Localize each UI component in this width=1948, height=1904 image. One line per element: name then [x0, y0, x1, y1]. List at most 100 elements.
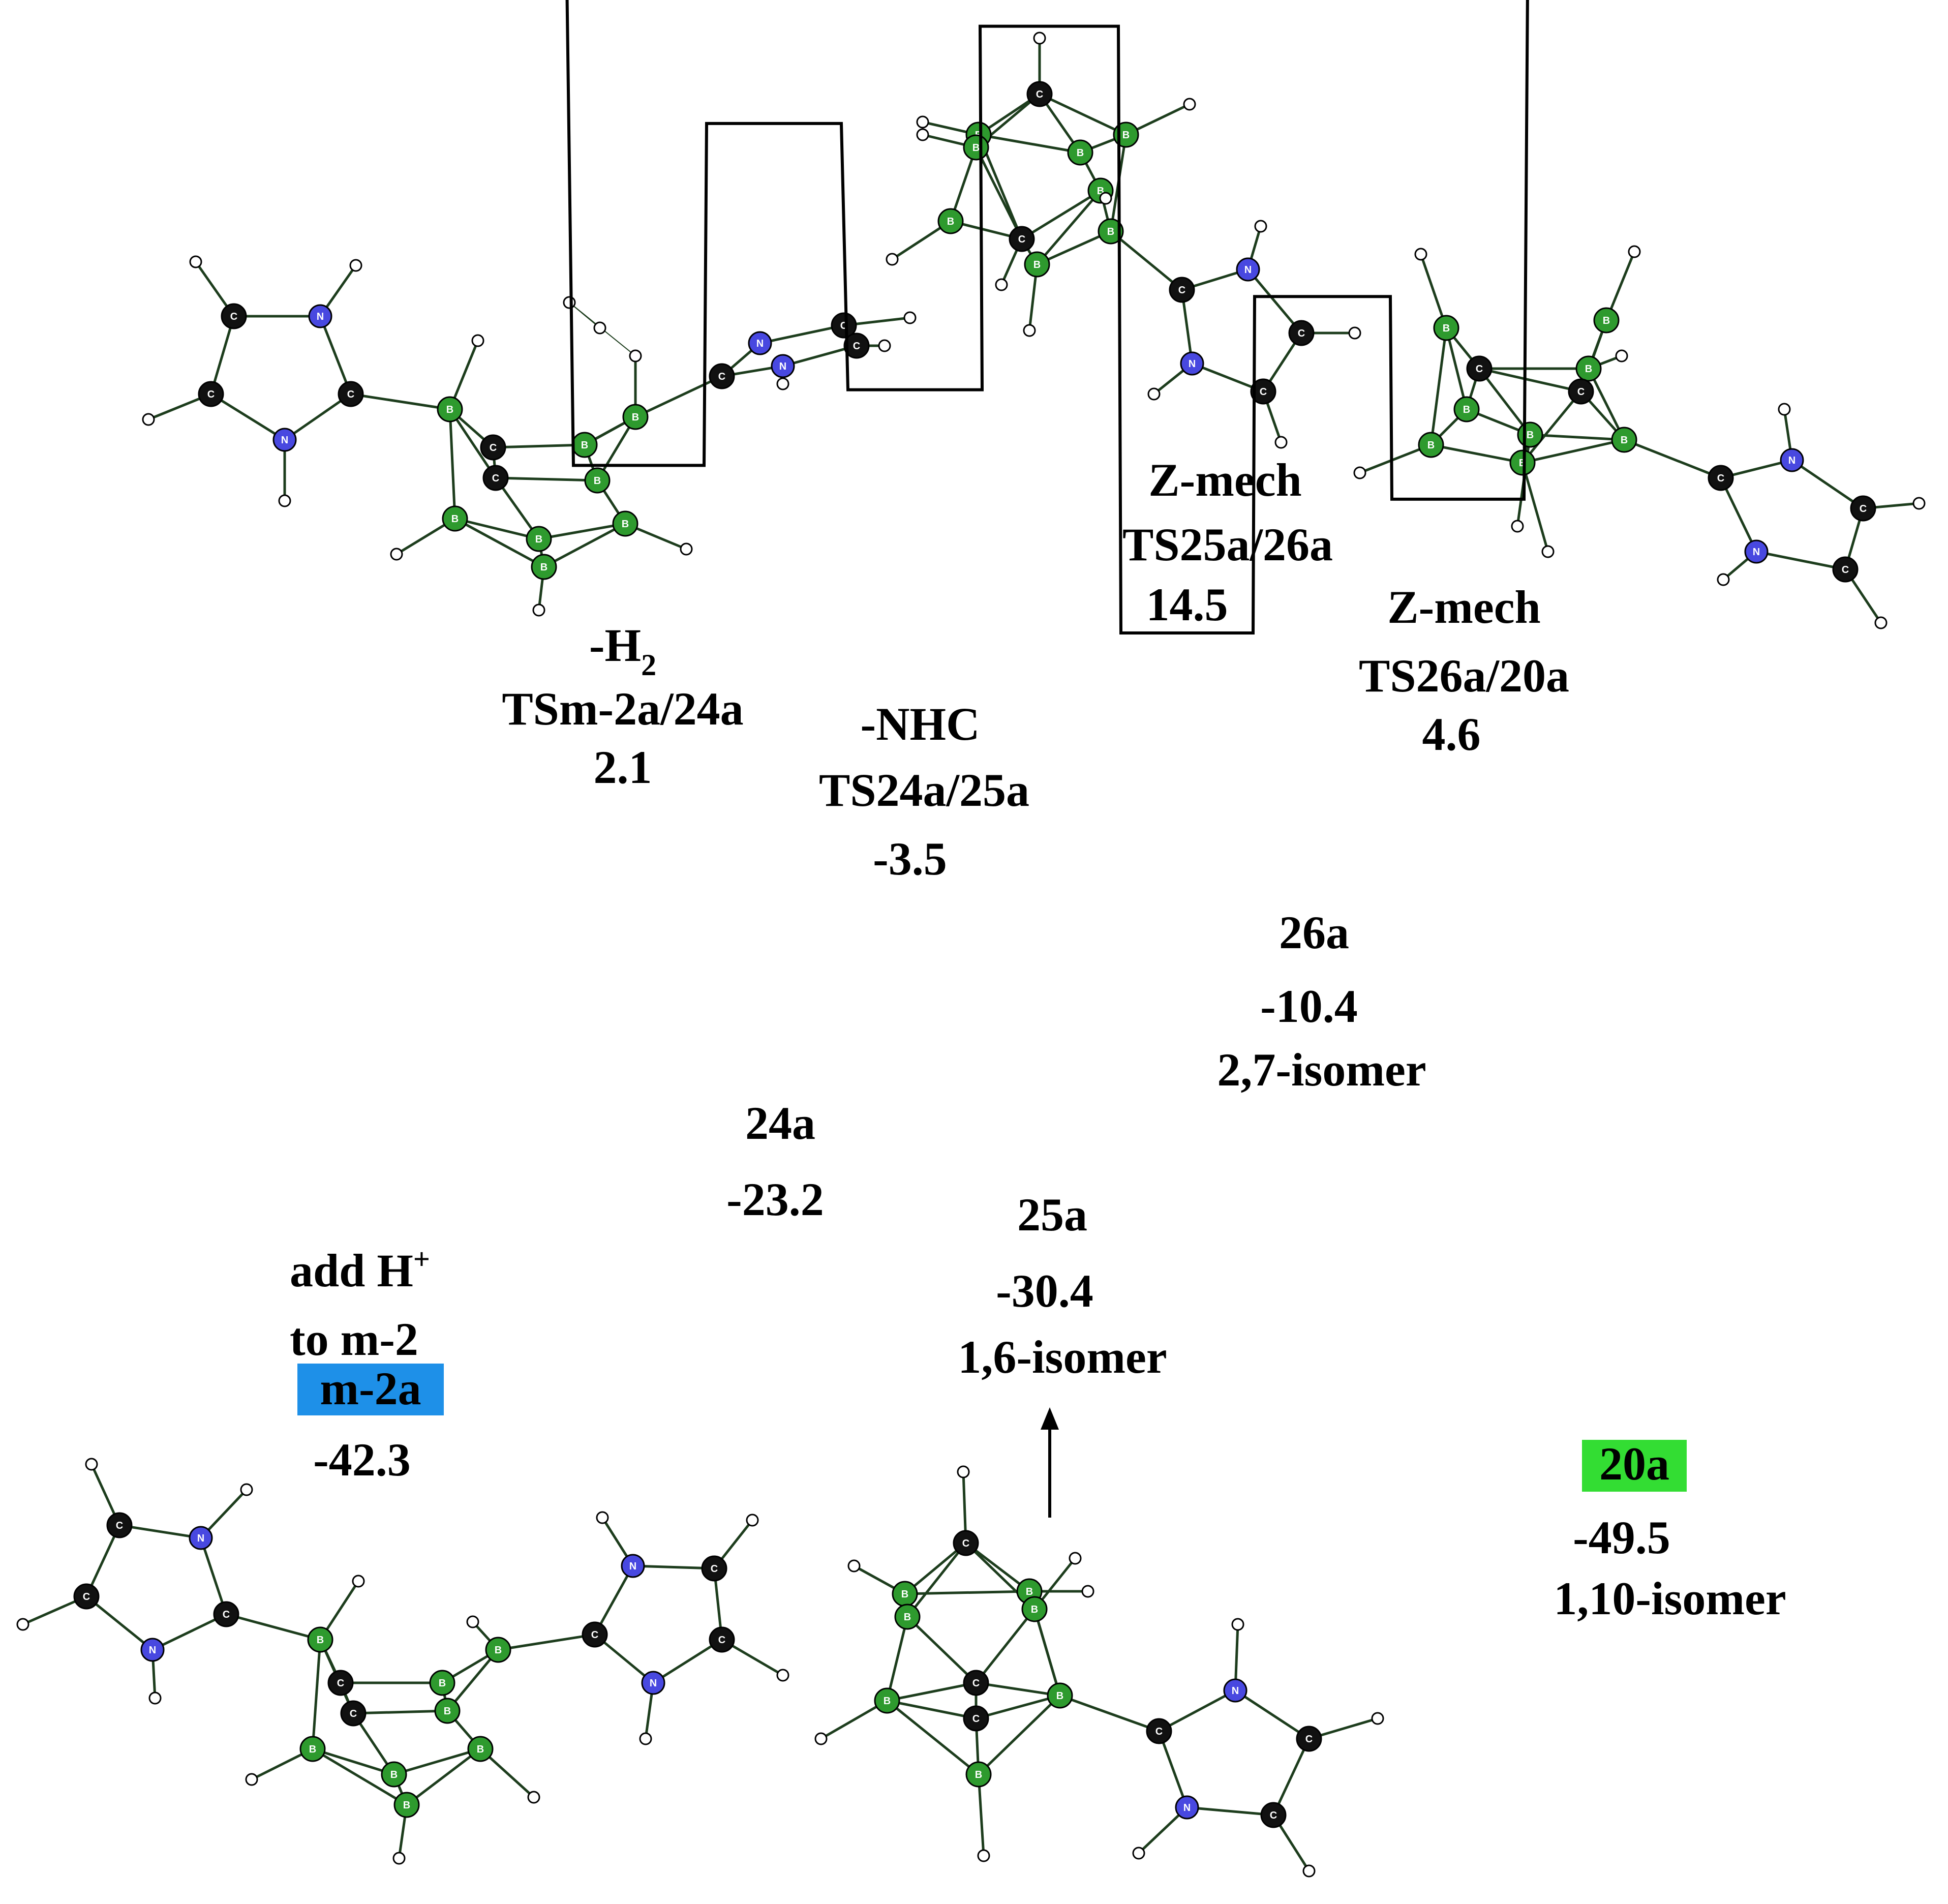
nitrogen-atom — [1780, 448, 1804, 472]
bond — [1186, 1806, 1274, 1817]
24a-label: 24a — [745, 1097, 815, 1149]
carbon-atom-label: C — [711, 1563, 718, 1575]
carbon-atom-label: C — [1018, 234, 1025, 245]
hydrogen-atom — [278, 494, 291, 507]
carbon-atom — [480, 434, 506, 461]
carbon-atom — [709, 1626, 735, 1653]
hydrogen-atom — [148, 1691, 162, 1705]
bond — [976, 1681, 1060, 1697]
bond — [210, 392, 286, 441]
ts2-label-line1: -NHC — [860, 698, 980, 750]
bond — [353, 1709, 448, 1715]
nitrogen-atom — [308, 304, 332, 328]
bond — [446, 1649, 499, 1712]
hydrogen-atom — [1414, 248, 1427, 261]
boron-atom — [1453, 396, 1480, 422]
bond — [1234, 1689, 1310, 1740]
hydrogen-atom — [878, 339, 891, 352]
boron-atom-label: B — [1107, 226, 1114, 237]
20a-energy: -49.5 — [1573, 1512, 1670, 1563]
hydrogen-atom — [532, 603, 545, 617]
bond — [1522, 438, 1625, 464]
carbon-atom-label: C — [230, 311, 237, 322]
carbon-atom-label: C — [116, 1520, 123, 1531]
boron-atom — [437, 396, 463, 422]
carbon-atom — [709, 363, 735, 389]
ts3-energy: 14.5 — [1146, 579, 1228, 630]
carbon-atom-label: C — [83, 1591, 90, 1603]
boron-atom-label: B — [451, 513, 459, 525]
nitrogen-atom-label: N — [629, 1561, 636, 1572]
hydrogen-atom — [916, 115, 929, 129]
boron-atom-label: B — [1463, 404, 1470, 415]
bond — [1272, 1738, 1311, 1816]
carbon-atom-label: C — [207, 389, 215, 400]
carbon-atom-label: C — [1298, 328, 1305, 339]
bond — [1247, 268, 1302, 334]
nitrogen-atom — [641, 1671, 665, 1695]
bond — [311, 1639, 322, 1749]
nitrogen-atom — [771, 354, 795, 378]
nitrogen-atom-label: N — [1788, 455, 1795, 466]
boron-atom-label: B — [1603, 315, 1610, 326]
bond — [949, 147, 978, 222]
bond — [632, 1564, 715, 1570]
boron-atom-label: B — [1527, 430, 1534, 441]
carbon-atom-label: C — [223, 1609, 230, 1620]
25a-isomer: 1,6-isomer — [958, 1331, 1167, 1383]
boron-atom-label: B — [309, 1744, 316, 1755]
bond — [1021, 189, 1102, 240]
bond — [886, 1616, 909, 1701]
hydrogen-atom — [776, 377, 789, 390]
hydrogen-atom — [1348, 326, 1361, 340]
carbon-atom — [1568, 378, 1594, 405]
boron-atom — [894, 1604, 921, 1630]
hydrogen-atom — [1274, 436, 1288, 449]
bond — [85, 1524, 121, 1597]
bond — [1756, 550, 1846, 571]
hydrogen-atom — [352, 1575, 365, 1588]
ts4-label-line2: TS26a/20a — [1359, 650, 1569, 702]
hydrogen-atom — [1353, 466, 1366, 479]
nitrogen-atom — [189, 1526, 213, 1550]
boron-atom — [485, 1637, 511, 1663]
hydrogen-atom — [1371, 1712, 1384, 1725]
carbon-atom-label: C — [1155, 1726, 1163, 1737]
25a-label: 25a — [1017, 1189, 1087, 1241]
nitrogen-atom — [1180, 351, 1204, 376]
bond — [906, 1542, 967, 1618]
hydrogen-atom — [1183, 98, 1196, 111]
bond — [538, 522, 626, 540]
boron-atom — [467, 1736, 494, 1762]
nitrogen-atom-label: N — [1753, 547, 1760, 558]
carbon-atom — [582, 1621, 608, 1648]
nitrogen-atom-label: N — [650, 1678, 657, 1689]
m-2a-highlight — [297, 1364, 444, 1415]
boron-atom — [1067, 139, 1093, 166]
hydrogen-atom — [527, 1791, 540, 1804]
carbon-atom-label: C — [853, 341, 860, 352]
bond — [975, 1608, 1036, 1684]
boron-atom — [526, 526, 552, 552]
carbon-atom — [1146, 1718, 1172, 1744]
boron-atom — [612, 510, 638, 537]
boron-atom-label: B — [1077, 147, 1084, 159]
boron-atom — [393, 1792, 420, 1818]
bond — [886, 1700, 980, 1775]
hydrogen-atom — [1132, 1847, 1145, 1860]
bond — [978, 133, 1081, 154]
boron-atom-label: B — [477, 1744, 484, 1755]
boron-atom — [381, 1761, 407, 1788]
boron-atom — [299, 1736, 326, 1762]
bond — [312, 1747, 408, 1806]
bond — [350, 392, 450, 411]
nitrogen-atom — [1744, 539, 1769, 564]
carbon-atom — [106, 1512, 133, 1538]
hydrogen-atom — [1717, 573, 1730, 586]
nitrogen-atom-label: N — [1183, 1802, 1191, 1814]
boron-atom-label: B — [1443, 323, 1450, 334]
bond — [904, 1542, 967, 1595]
carbon-atom — [327, 1670, 354, 1696]
